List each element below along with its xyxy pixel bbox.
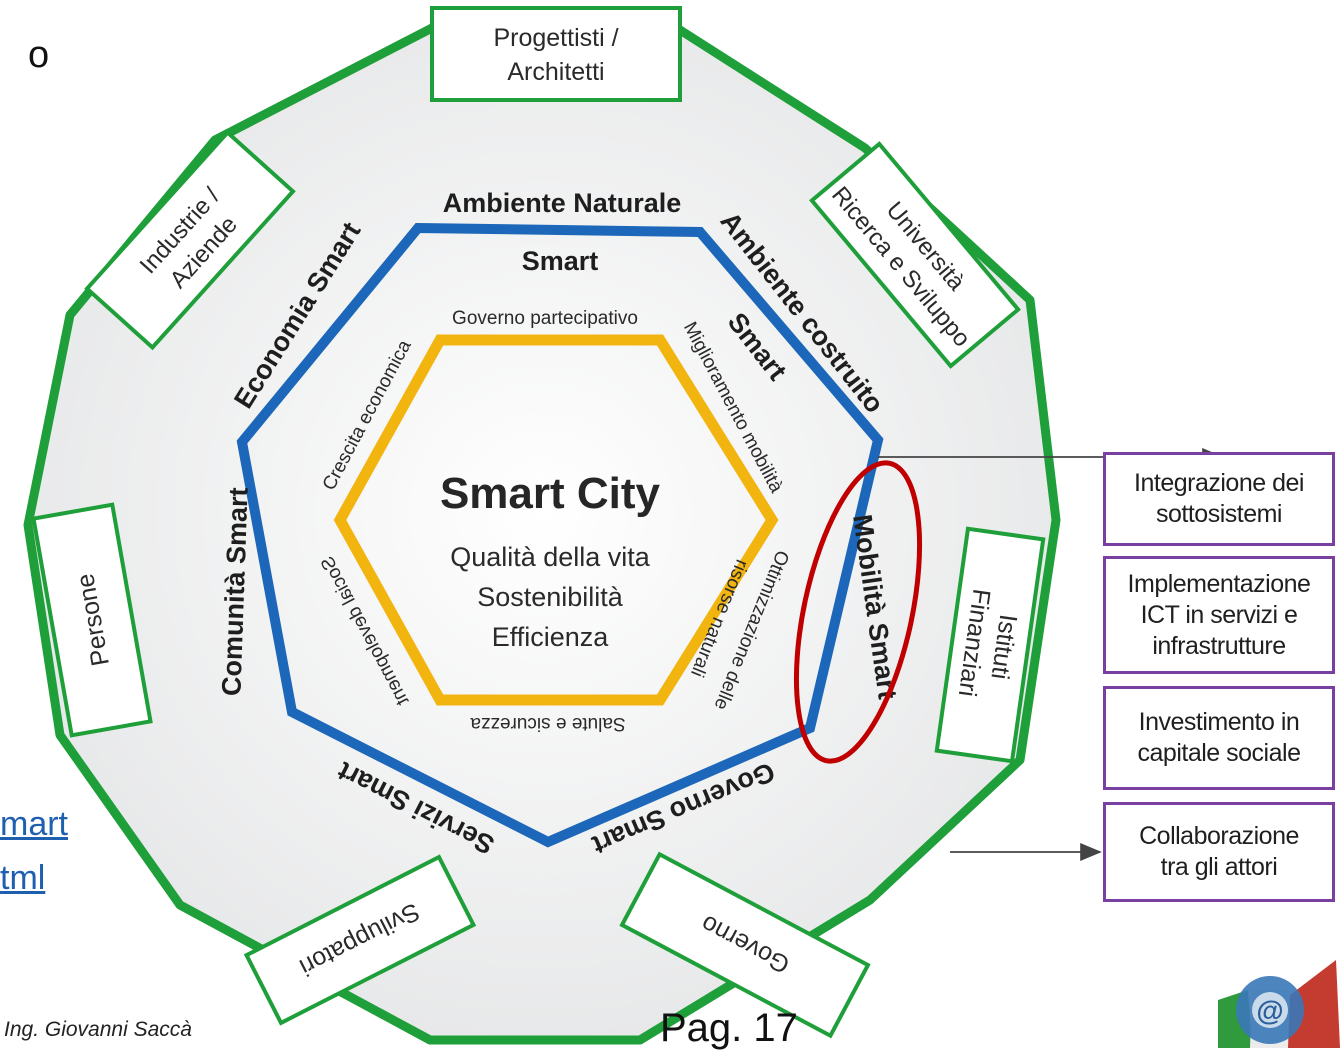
side-box-collaborazione: Collaborazione tra gli attori xyxy=(1103,802,1335,902)
side-box-implementazione: Implementazione ICT in servizi e infrast… xyxy=(1103,556,1335,674)
side-box-investimento: Investimento in capitale sociale xyxy=(1103,686,1335,790)
stakeholder-governo: Governo xyxy=(619,851,871,1039)
center-line-2: Sostenibilità xyxy=(477,582,624,612)
side-box-line: Investimento in xyxy=(1138,708,1300,736)
label-ambiente-naturale: Ambiente Naturale xyxy=(443,188,682,218)
stakeholder-label: Architetti xyxy=(507,58,604,86)
slide-title-fragment: o xyxy=(28,34,50,76)
reference-link-fragment-2[interactable]: tml xyxy=(0,859,46,897)
stakeholder-label: Progettisti / xyxy=(493,24,618,52)
stakeholder-istituti-finanziari: Istituti Finanziari xyxy=(934,526,1046,764)
center-line-3: Efficienza xyxy=(492,622,610,652)
label-ambiente-naturale-smart: Smart xyxy=(522,246,599,276)
association-logo: @ xyxy=(1218,960,1340,1048)
side-box-line: Integrazione dei xyxy=(1134,469,1304,497)
side-box-line: Collaborazione xyxy=(1139,822,1299,850)
side-box-line: ICT in servizi e xyxy=(1140,600,1298,629)
label-salute-sicurezza: Salute e sicurezza xyxy=(470,713,626,734)
center-line-1: Qualità della vita xyxy=(450,542,651,572)
center-title: Smart City xyxy=(440,469,661,518)
stakeholder-progettisti: Progettisti / Architetti xyxy=(430,6,682,102)
yellow-objectives-hexagon xyxy=(333,334,779,706)
blue-smart-domain-ring xyxy=(236,222,884,848)
page-number: Pag. 17 xyxy=(660,1006,798,1050)
label-governo-partecipativo: Governo partecipativo xyxy=(452,308,638,329)
svg-text:@: @ xyxy=(1256,995,1283,1026)
stakeholder-persone: Persone xyxy=(31,502,153,738)
side-box-line: infrastrutture xyxy=(1152,631,1286,660)
mobility-highlight-ellipse xyxy=(793,460,923,764)
reference-link-fragment-1[interactable]: mart xyxy=(0,805,68,843)
footer-author: Ing. Giovanni Saccà xyxy=(4,1018,192,1041)
side-box-line: Implementazione xyxy=(1127,569,1311,598)
label-comunita-smart: Comunità Smart xyxy=(216,487,253,696)
side-box-line: capitale sociale xyxy=(1137,739,1301,767)
side-box-line: sottosistemi xyxy=(1156,500,1282,528)
stakeholder-industrie: Industrie / Aziende xyxy=(84,129,296,351)
side-box-integrazione: Integrazione dei sottosistemi xyxy=(1103,452,1335,546)
side-box-line: tra gli attori xyxy=(1160,853,1278,881)
